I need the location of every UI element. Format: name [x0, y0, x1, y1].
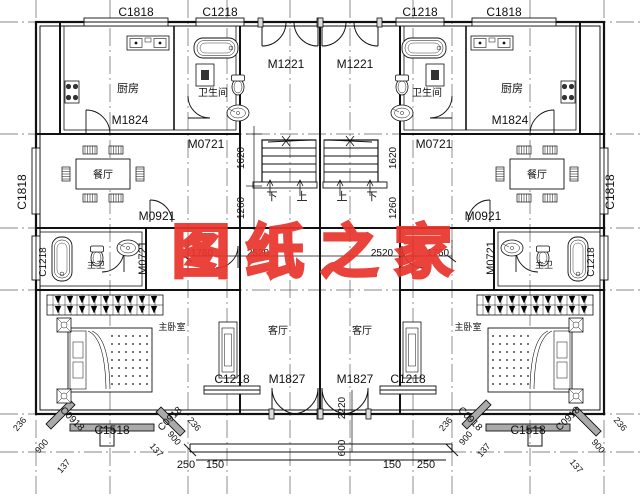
- dimension-236-br: 236: [612, 415, 629, 433]
- dimension-2520-left: 2520: [247, 248, 270, 259]
- dimension-900-bm-right: 900: [457, 429, 474, 447]
- room-label-master-bedroom-left: 主卧室: [158, 321, 185, 332]
- dimension-2520-right: 2520: [371, 248, 394, 259]
- room-label-bathroom-left: 卫生间: [198, 86, 228, 99]
- door-label-m0921-right: M0921: [465, 209, 502, 223]
- room-label-kitchen-left: 厨房: [117, 82, 139, 95]
- dimension-1260-left: 1260: [236, 196, 247, 219]
- dimension-2220: 2220: [337, 396, 348, 419]
- window-label-c1218-right-bath: C1218: [586, 247, 597, 277]
- dimension-600: 600: [337, 439, 348, 456]
- door-label-m1221-right: M1221: [337, 57, 374, 71]
- window-label-c1218-left-bath: C1218: [38, 247, 49, 277]
- staircase: [252, 135, 388, 196]
- furniture-fixtures: [46, 35, 594, 404]
- dimension-1760-left: 1760: [191, 248, 214, 259]
- room-label-master-bath-left: 主卫: [87, 259, 105, 270]
- stair-label-down-left: 下: [267, 191, 278, 203]
- door-label-m0721-master-right: M0721: [485, 241, 497, 275]
- window-label-c1518-left: C1518: [94, 423, 130, 437]
- dimension-900-bl: 900: [33, 437, 50, 455]
- dimension-150-bottom: 150: [206, 459, 224, 471]
- door-label-m0721-bath-left: M0721: [188, 137, 225, 151]
- tick-marks: [183, 255, 459, 457]
- dimension-137-bl: 137: [55, 457, 72, 475]
- room-label-living-left: 客厅: [268, 324, 288, 337]
- window-label-c1518-right: C1518: [510, 423, 546, 437]
- dimension-1760-right: 1760: [427, 248, 450, 259]
- room-label-master-bath-right: 主卫: [535, 259, 553, 270]
- room-label-master-bedroom-right: 主卧室: [454, 321, 481, 332]
- dimension-236-bl: 236: [11, 415, 28, 433]
- window-label-c1818-left-wall: C1818: [15, 174, 29, 210]
- dimension-137-bm-right: 137: [475, 441, 492, 459]
- window-label-c1218-bottom-left: C1218: [214, 372, 250, 386]
- dimension-250-bottom: 250: [177, 459, 195, 471]
- dimension-250-bottom-right: 250: [417, 459, 435, 471]
- dimension-1620-left: 1620: [236, 146, 247, 169]
- foundation-outline: [99, 427, 543, 461]
- door-label-m0721-master-left: M0721: [137, 241, 149, 275]
- dimension-137-bm-left: 137: [148, 441, 165, 459]
- dimension-1260-right: 1260: [388, 196, 399, 219]
- room-label-bathroom-right: 卫生间: [412, 86, 442, 99]
- room-label-living-right: 客厅: [352, 324, 372, 337]
- window-label-c1218-bottom-right: C1218: [390, 372, 426, 386]
- door-label-m1824-right: M1824: [492, 113, 529, 127]
- door-label-m0721-bath-right: M0721: [416, 137, 453, 151]
- window-label-c1218-top-right: C1218: [402, 5, 438, 19]
- door-label-m0921-left: M0921: [139, 209, 176, 223]
- watermark-text: 图纸之家: [172, 218, 468, 286]
- dimension-lines: [187, 126, 453, 452]
- stair-label-up-right: 上: [337, 190, 348, 203]
- stair-label-up-left: 上: [297, 190, 308, 203]
- dimension-150-bottom-right: 150: [383, 459, 401, 471]
- room-label-dining-right: 餐厅: [527, 168, 547, 181]
- door-label-m1827-left: M1827: [269, 372, 306, 386]
- door-label-m1827-right: M1827: [337, 372, 374, 386]
- dimension-1620-right: 1620: [388, 146, 399, 169]
- room-label-dining-left: 餐厅: [93, 168, 113, 181]
- window-label-c1818-right-wall: C1818: [603, 174, 617, 210]
- stair-label-down-right: 下: [367, 191, 378, 203]
- door-label-m1221-left: M1221: [268, 57, 305, 71]
- room-label-kitchen-right: 厨房: [501, 82, 523, 95]
- dimension-137-br: 137: [568, 457, 585, 475]
- text-labels: C1818 C1218 C1218 C1818 厨房 厨房 M1824 M182…: [87, 5, 553, 471]
- window-label-c1818-top-left: C1818: [118, 5, 154, 19]
- window-label-c1818-top-right: C1818: [486, 5, 522, 19]
- window-label-c1218-top-left: C1218: [202, 5, 238, 19]
- dimension-900-br: 900: [590, 437, 607, 455]
- door-swings: [85, 17, 555, 420]
- door-label-m1824-left: M1824: [112, 113, 149, 127]
